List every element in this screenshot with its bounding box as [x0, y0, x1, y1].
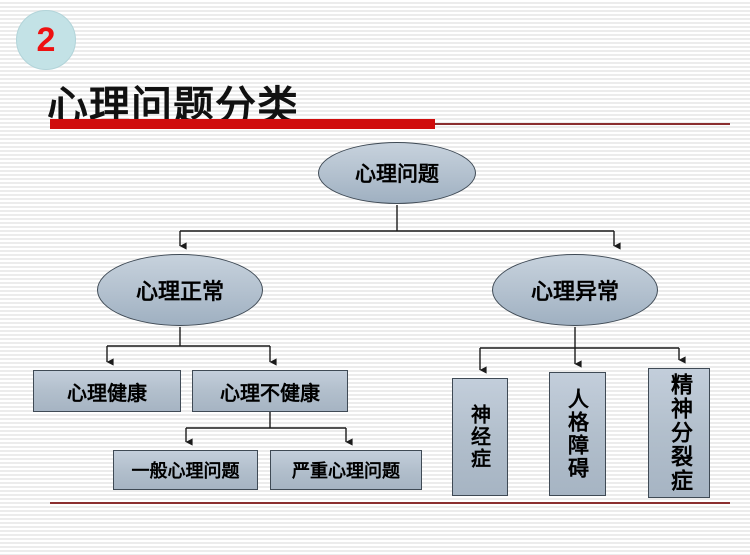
- node-mentally-healthy[interactable]: 心理健康: [33, 370, 181, 412]
- node-psych-normal[interactable]: 心理正常: [97, 254, 263, 326]
- footer-rule: [50, 502, 730, 504]
- node-schizophrenia[interactable]: 精神分裂症: [648, 368, 710, 498]
- node-psych-abnormal[interactable]: 心理异常: [492, 254, 658, 326]
- node-neurosis[interactable]: 神经症: [452, 378, 508, 496]
- node-root[interactable]: 心理问题: [318, 142, 476, 204]
- node-severe-problem[interactable]: 严重心理问题: [270, 450, 422, 490]
- node-personality-disorder[interactable]: 人格障碍: [549, 372, 606, 496]
- slide-number-text: 2: [36, 21, 56, 59]
- node-mentally-unhealthy[interactable]: 心理不健康: [192, 370, 348, 412]
- header-rule-thick: [50, 119, 435, 129]
- node-general-problem[interactable]: 一般心理问题: [113, 450, 258, 490]
- slide-number-badge: 2: [16, 10, 76, 70]
